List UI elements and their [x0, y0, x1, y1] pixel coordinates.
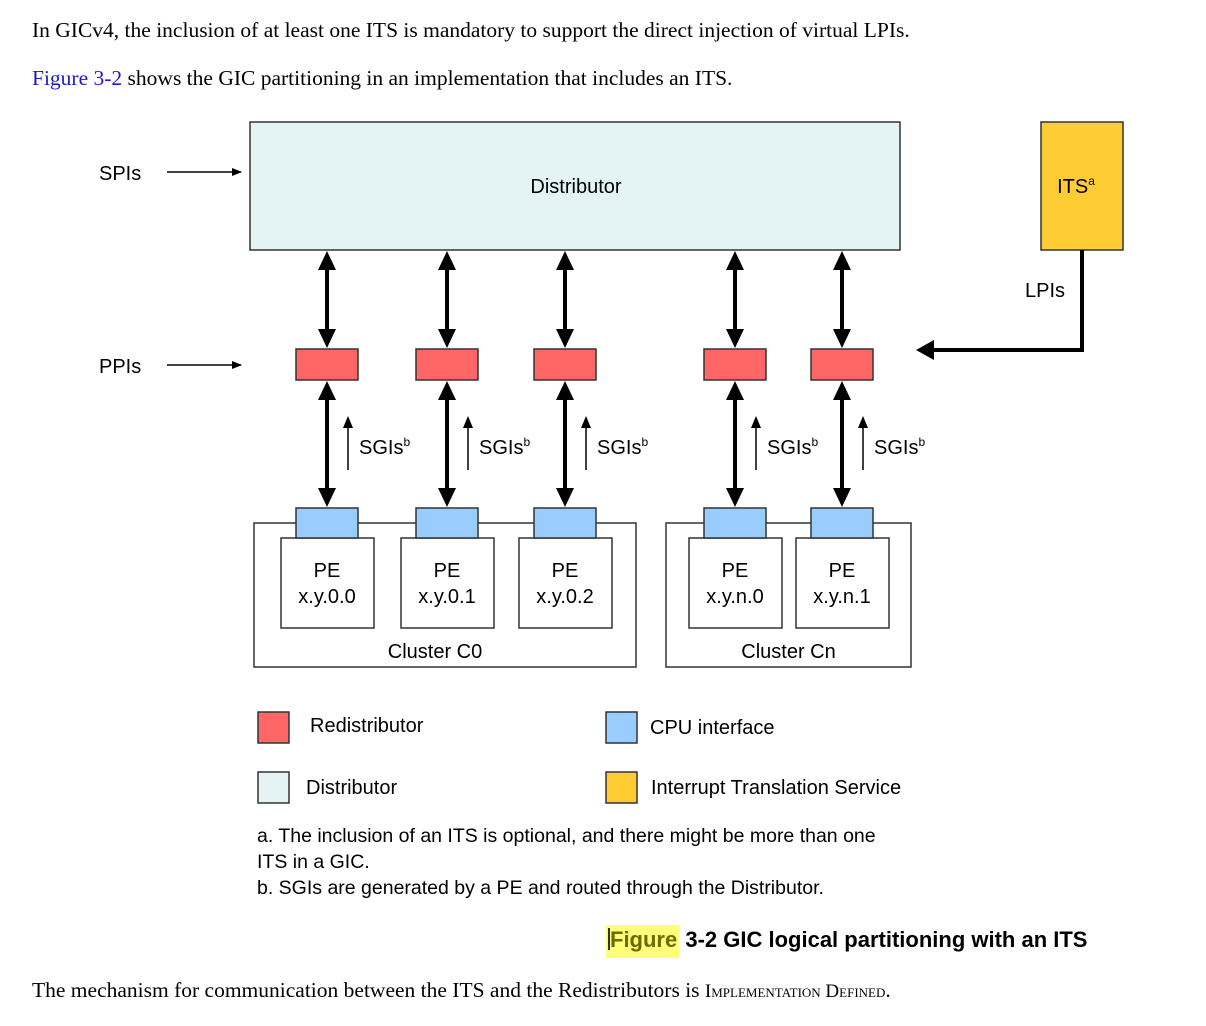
arrowhead-down: [556, 488, 574, 507]
figure-reference-paragraph: Figure 3-2 shows the GIC partitioning in…: [32, 66, 732, 91]
redistributor-block: [810, 348, 874, 381]
arrowhead-up: [833, 251, 851, 270]
lpis-label: LPIs: [1025, 280, 1065, 302]
arrowhead-down: [438, 329, 456, 348]
text-caret: [608, 928, 610, 950]
figure-caption: Figure 3-2 GIC logical partitioning with…: [606, 925, 1088, 958]
footnote-b: b. SGIs are generated by a PE and routed…: [257, 877, 824, 899]
arrowhead-down: [726, 329, 744, 348]
arrowhead-up: [318, 381, 336, 400]
lpis-arrowhead: [916, 340, 934, 360]
cpu-interface-block: [703, 507, 767, 539]
legend-swatch-cpu-interface: [605, 711, 638, 744]
sgi-label: SGIsb: [767, 435, 818, 459]
sgi-arrowhead: [581, 416, 591, 428]
redistributor-block: [295, 348, 359, 381]
legend-label-its: Interrupt Translation Service: [651, 777, 902, 799]
cpu-interface-block: [295, 507, 359, 539]
legend-swatch-distributor: [257, 771, 290, 804]
arrowhead-down: [318, 329, 336, 348]
redistributor-block: [533, 348, 597, 381]
figure-reference-text: shows the GIC partitioning in an impleme…: [122, 66, 733, 90]
pe-id: x.y.n.0: [706, 586, 763, 608]
sgi-arrowhead: [751, 416, 761, 428]
sgi-label: SGIsb: [874, 435, 925, 459]
pe-block: [795, 537, 890, 629]
intro-paragraph: In GICv4, the inclusion of at least one …: [32, 18, 910, 42]
arrowhead-down: [726, 488, 744, 507]
arrowhead-down: [438, 488, 456, 507]
footnote-a-line1: a. The inclusion of an ITS is optional, …: [257, 825, 876, 847]
pe-name: PE: [314, 560, 341, 582]
implementation-defined-term: Implementation Defined: [704, 981, 886, 1002]
sgi-arrowhead: [858, 416, 868, 428]
legend-label-redistributor: Redistributor: [310, 715, 424, 737]
outro-text: The mechanism for communication between …: [32, 978, 705, 1002]
arrowhead-down: [833, 329, 851, 348]
arrowhead-up: [438, 251, 456, 270]
arrowhead-up: [438, 381, 456, 400]
its-block: [1040, 121, 1124, 251]
sgi-label: SGIsb: [479, 435, 530, 459]
lpis-connector: [932, 250, 1084, 352]
its-label: ITSa: [1057, 174, 1095, 198]
pe-name: PE: [829, 560, 856, 582]
pe-name: PE: [552, 560, 579, 582]
caption-highlight: Figure: [606, 925, 680, 958]
arrowhead-up: [318, 251, 336, 270]
ppis-label: PPIs: [99, 356, 141, 378]
arrowhead-down: [833, 488, 851, 507]
pe-block: [400, 537, 495, 629]
cpu-interface-block: [810, 507, 874, 539]
pe-id: x.y.0.1: [418, 586, 475, 608]
arrowhead-up: [556, 251, 574, 270]
outro-end: .: [885, 978, 891, 1002]
legend-swatch-redistributor: [257, 711, 290, 744]
redistributor-block: [415, 348, 479, 381]
sgi-arrowhead: [463, 416, 473, 428]
redistributor-block: [703, 348, 767, 381]
sgi-label: SGIsb: [359, 435, 410, 459]
legend-swatch-its: [605, 771, 638, 804]
legend-label-distributor: Distributor: [306, 777, 398, 799]
pe-block: [518, 537, 613, 629]
footnote-a-line2: ITS in a GIC.: [257, 851, 370, 873]
sgi-label: SGIsb: [597, 435, 648, 459]
pe-id: x.y.0.0: [298, 586, 355, 608]
sgi-arrowhead: [343, 416, 353, 428]
pe-block: [688, 537, 783, 629]
pe-id: x.y.0.2: [536, 586, 593, 608]
pe-id: x.y.n.1: [813, 586, 870, 608]
arrowhead-up: [726, 251, 744, 270]
arrowhead-up: [556, 381, 574, 400]
cluster-label: Cluster C0: [388, 641, 482, 663]
arrowhead-up: [833, 381, 851, 400]
spis-label: SPIs: [99, 163, 141, 185]
distributor-label: Distributor: [530, 176, 621, 198]
outro-paragraph: The mechanism for communication between …: [32, 978, 891, 1003]
cluster-label: Cluster Cn: [741, 641, 835, 663]
pe-name: PE: [434, 560, 461, 582]
distributor-block: [249, 121, 901, 251]
figure-link[interactable]: Figure 3-2: [32, 66, 123, 90]
arrowhead-up: [726, 381, 744, 400]
cpu-interface-block: [533, 507, 597, 539]
legend-label-cpu-interface: CPU interface: [650, 717, 775, 739]
arrowhead-down: [556, 329, 574, 348]
cpu-interface-block: [415, 507, 479, 539]
pe-block: [280, 537, 375, 629]
pe-name: PE: [722, 560, 749, 582]
caption-text: 3-2 GIC logical partitioning with an ITS: [679, 927, 1088, 952]
arrowhead-down: [318, 488, 336, 507]
